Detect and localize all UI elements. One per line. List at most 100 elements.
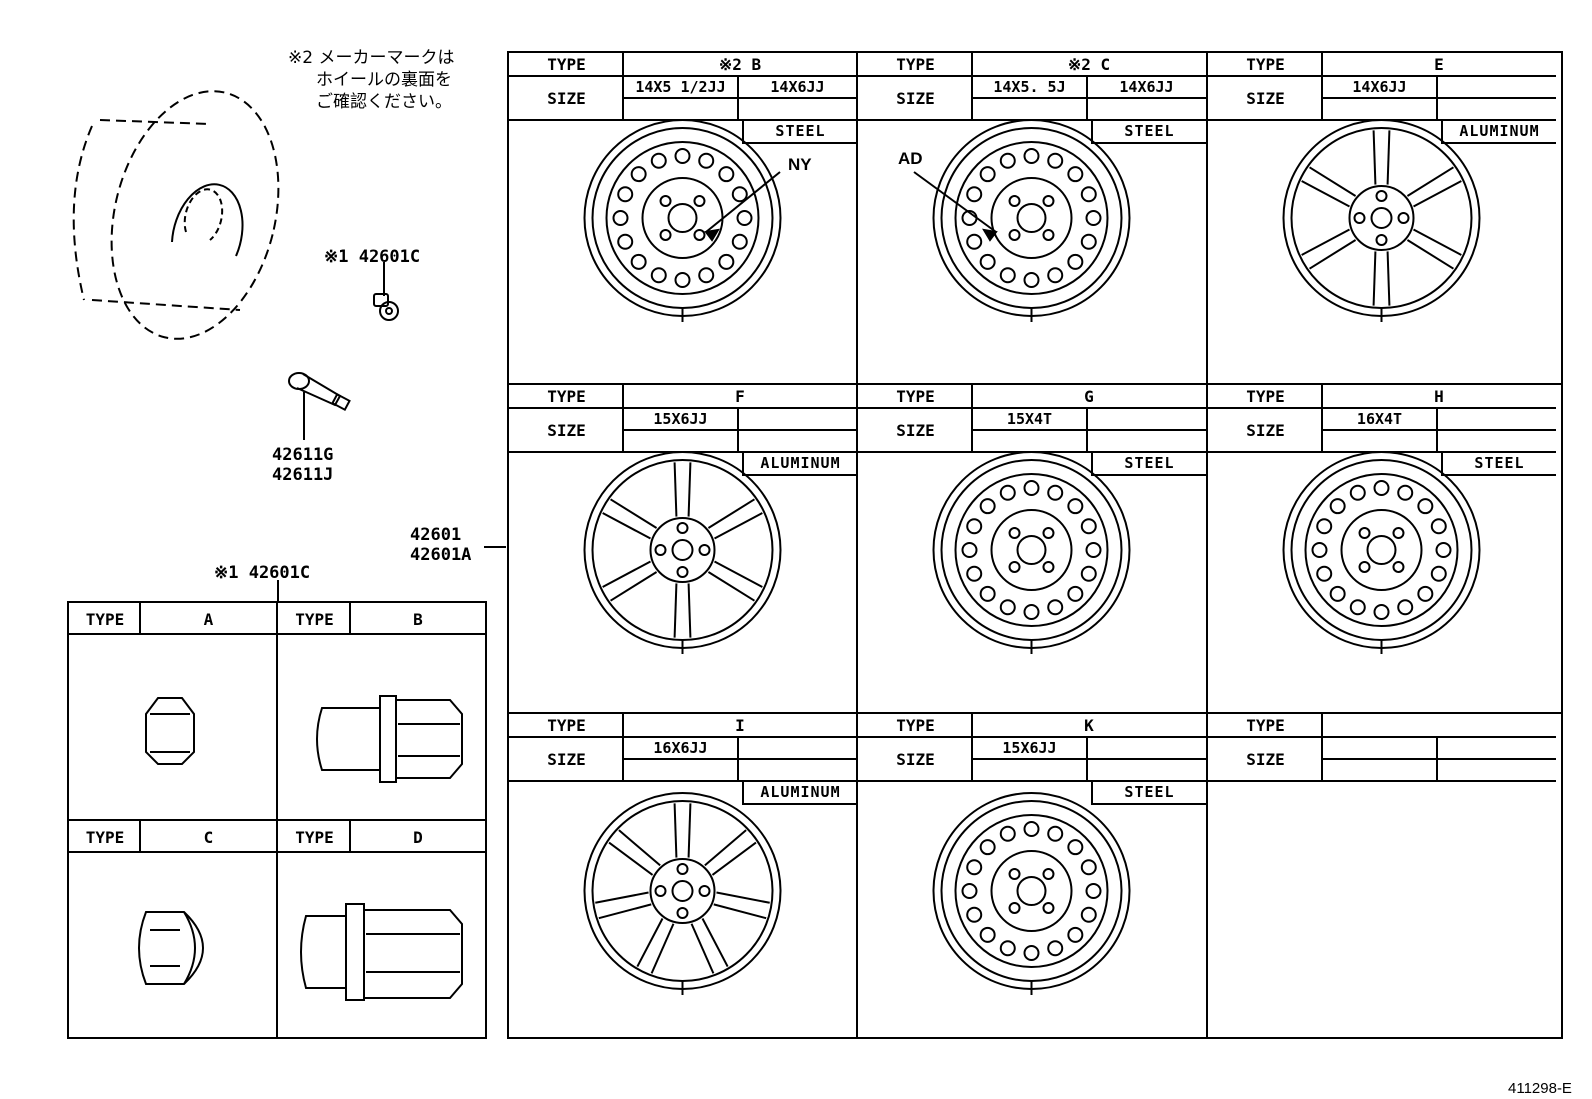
wheel-4-disc: [954, 473, 1109, 627]
wheel-1-lug-hole: [1042, 195, 1055, 208]
wheel-1-vent-hole: [966, 233, 983, 250]
wheel-7-vent-hole: [966, 906, 983, 923]
wheel-1-vent-hole: [979, 166, 996, 183]
wheel-size-primary-4[interactable]: 15X4T: [1006, 410, 1053, 428]
wheel-1-lug-hole: [1008, 195, 1021, 208]
wheel-part-number[interactable]: 42601: [410, 525, 462, 545]
wheel-type-5[interactable]: H: [1434, 386, 1444, 406]
wheel-7-vent-hole: [1080, 859, 1097, 876]
wheel-size-primary-2[interactable]: 14X6JJ: [1352, 78, 1407, 96]
wheel-3-spoke: [673, 462, 678, 517]
nut-type-d[interactable]: D: [413, 827, 423, 847]
wheel-6-spoke: [701, 918, 729, 967]
wheel-6-spoke: [636, 918, 664, 967]
wheel-5-lug-hole: [1392, 527, 1405, 540]
wheel-size-label: SIZE: [896, 88, 935, 108]
wheel-1-vent-hole: [1067, 166, 1084, 183]
maker-mark-note-line-2: ホイールの裏面を: [316, 70, 452, 90]
wheel-type-3[interactable]: F: [735, 386, 745, 406]
wheel-6-spoke: [650, 923, 675, 974]
wheel-4-rim-inner: [940, 459, 1123, 641]
wheel-5-center-bore: [1366, 535, 1397, 565]
wheel-size-secondary-0[interactable]: 14X6JJ: [770, 78, 825, 96]
wheel-material-5: STEEL: [1441, 452, 1556, 476]
wheel-4-vent-hole: [1023, 604, 1040, 620]
wheel-5-lug-hole: [1358, 560, 1371, 573]
wheel-7-vent-hole: [979, 839, 996, 856]
nut-part-number[interactable]: ※1 42601C: [214, 563, 311, 583]
wheel-1-vent-hole: [1080, 233, 1097, 250]
wheel-0-lug-hole: [659, 228, 672, 241]
wheel-6-rim-inner: [591, 800, 774, 982]
wheel-size-label: SIZE: [547, 749, 586, 769]
wheel-part-number-a[interactable]: 42601A: [410, 545, 472, 565]
wheel-0-disc: [605, 141, 760, 295]
valve-part-number-g[interactable]: 42611G: [272, 445, 334, 465]
nut-type-c[interactable]: C: [203, 827, 214, 847]
wheel-6-spoke: [711, 841, 757, 876]
wheel-size-primary-1[interactable]: 14X5. 5J: [993, 78, 1066, 96]
tire-drawing: [72, 90, 280, 340]
wheel-2-spoke: [1413, 228, 1462, 256]
wheel-7-rim-inner: [940, 800, 1123, 982]
wheel-size-primary-7[interactable]: 15X6JJ: [1002, 739, 1057, 757]
wheel-7-vent-hole: [1023, 945, 1040, 961]
wheel-2-lug-hole: [1397, 212, 1410, 224]
wheel-0-lug-hole: [693, 228, 706, 241]
wheel-size-secondary-3[interactable]: [738, 408, 857, 430]
wheel-size-secondary-1[interactable]: 14X6JJ: [1119, 78, 1174, 96]
wheel-3-spoke: [602, 560, 651, 588]
nut-type-b[interactable]: B: [413, 609, 423, 629]
wheel-size-label: SIZE: [896, 749, 935, 769]
maker-mark-note-line-3: ご確認ください。: [316, 92, 452, 112]
wheel-7-vent-hole: [966, 859, 983, 876]
wheel-7-vent-hole: [979, 926, 996, 943]
wheel-7-center-bore: [1016, 876, 1047, 906]
wheel-size-secondary-2[interactable]: [1437, 76, 1556, 98]
wheel-2-spoke: [1386, 130, 1391, 185]
wheel-3-spoke: [687, 583, 692, 638]
wheel-size-secondary-4[interactable]: [1087, 408, 1206, 430]
wheel-0-lug-hole: [659, 195, 672, 208]
wheel-5-vent-hole: [1430, 565, 1447, 582]
wheel-5-vent-hole: [1373, 604, 1390, 620]
wheel-5-hub: [1340, 509, 1423, 591]
wheel-size-primary-6[interactable]: 16X6JJ: [653, 739, 708, 757]
wheel-type-2[interactable]: E: [1434, 54, 1444, 74]
wheel-type-7[interactable]: K: [1084, 715, 1094, 735]
wheel-3-lug-hole: [654, 544, 667, 556]
wheel-4-lug-hole: [1008, 527, 1021, 540]
wheel-size-secondary-5[interactable]: [1437, 408, 1556, 430]
cap-part-number[interactable]: ※1 42601C: [324, 247, 421, 267]
wheel-4-vent-hole: [979, 585, 996, 602]
wheel-size-label: SIZE: [1246, 420, 1285, 440]
wheel-7-vent-hole: [1023, 821, 1040, 837]
wheel-4-lug-hole: [1042, 560, 1055, 573]
wheel-6-spoke: [704, 829, 747, 867]
wheel-size-secondary-6[interactable]: [738, 737, 857, 759]
wheel-5-lug-hole: [1392, 560, 1405, 573]
wheel-4-vent-hole: [999, 484, 1016, 501]
wheel-3-lug-hole: [676, 566, 689, 578]
wheel-type-4[interactable]: G: [1084, 386, 1094, 406]
wheel-3-lug-hole: [676, 522, 689, 534]
valve-part-number-j[interactable]: 42611J: [272, 465, 334, 485]
wheel-6-spoke: [618, 829, 661, 867]
wheel-size-primary-3[interactable]: 15X6JJ: [653, 410, 708, 428]
wheel-material-3: ALUMINUM: [742, 452, 857, 476]
wheel-1-vent-hole: [999, 267, 1016, 284]
wheel-7-vent-hole: [999, 940, 1016, 957]
wheel-type-6[interactable]: I: [735, 715, 745, 735]
wheel-size-primary-5[interactable]: 16X4T: [1356, 410, 1403, 428]
nut-type-a[interactable]: A: [203, 609, 214, 629]
wheel-2-spoke: [1372, 130, 1377, 185]
wheel-size-primary-0[interactable]: 14X5 1/2JJ: [635, 78, 726, 96]
wheel-4-lug-hole: [1042, 527, 1055, 540]
wheel-0-vent-hole: [674, 148, 691, 164]
wheel-6-spoke: [690, 923, 715, 974]
wheel-size-label: SIZE: [1246, 749, 1285, 769]
wheel-type-1[interactable]: ※2 C: [1067, 54, 1111, 74]
wheel-size-secondary-7[interactable]: [1087, 737, 1206, 759]
wheel-type-0[interactable]: ※2 B: [718, 54, 762, 74]
